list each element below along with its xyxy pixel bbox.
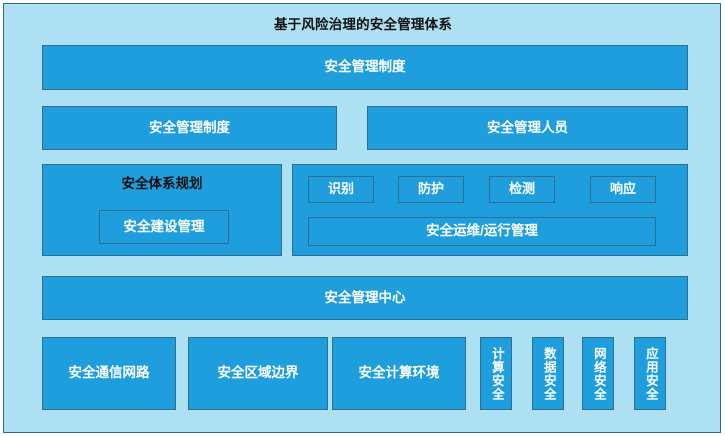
box-secure-communication-network[interactable]: 安全通信网路 bbox=[42, 337, 176, 410]
box-data-security[interactable]: 数据安全 bbox=[532, 337, 564, 410]
chip-protect[interactable]: 防护 bbox=[398, 176, 464, 203]
chip-identify[interactable]: 识别 bbox=[308, 176, 374, 203]
chip-respond[interactable]: 响应 bbox=[590, 176, 656, 203]
box-secure-computing-environment[interactable]: 安全计算环境 bbox=[332, 337, 466, 410]
box-security-management-system[interactable]: 安全管理制度 bbox=[42, 45, 688, 90]
box-network-security[interactable]: 网络安全 bbox=[582, 337, 614, 410]
panel-security-operations[interactable]: 识别 防护 检测 响应 安全运维/运行管理 bbox=[292, 164, 688, 256]
box-application-security[interactable]: 应用安全 bbox=[634, 337, 666, 410]
panel-security-system-planning[interactable]: 安全体系规划 安全建设管理 bbox=[42, 164, 282, 256]
box-security-management-center[interactable]: 安全管理中心 bbox=[42, 276, 688, 320]
diagram-frame: 基于风险治理的安全管理体系 安全管理制度 安全管理制度 安全管理人员 安全体系规… bbox=[3, 3, 721, 433]
box-security-management-policy[interactable]: 安全管理制度 bbox=[42, 106, 337, 150]
box-security-management-personnel[interactable]: 安全管理人员 bbox=[367, 106, 688, 150]
box-security-ops-run-management[interactable]: 安全运维/运行管理 bbox=[308, 217, 656, 246]
chip-detect[interactable]: 检测 bbox=[489, 176, 555, 203]
page-title: 基于风险治理的安全管理体系 bbox=[273, 17, 453, 32]
box-secure-area-boundary[interactable]: 安全区域边界 bbox=[188, 337, 328, 410]
panel-security-system-planning-title: 安全体系规划 bbox=[121, 176, 203, 191]
box-computing-security[interactable]: 计算安全 bbox=[480, 337, 512, 410]
box-security-construction-management[interactable]: 安全建设管理 bbox=[99, 210, 229, 244]
